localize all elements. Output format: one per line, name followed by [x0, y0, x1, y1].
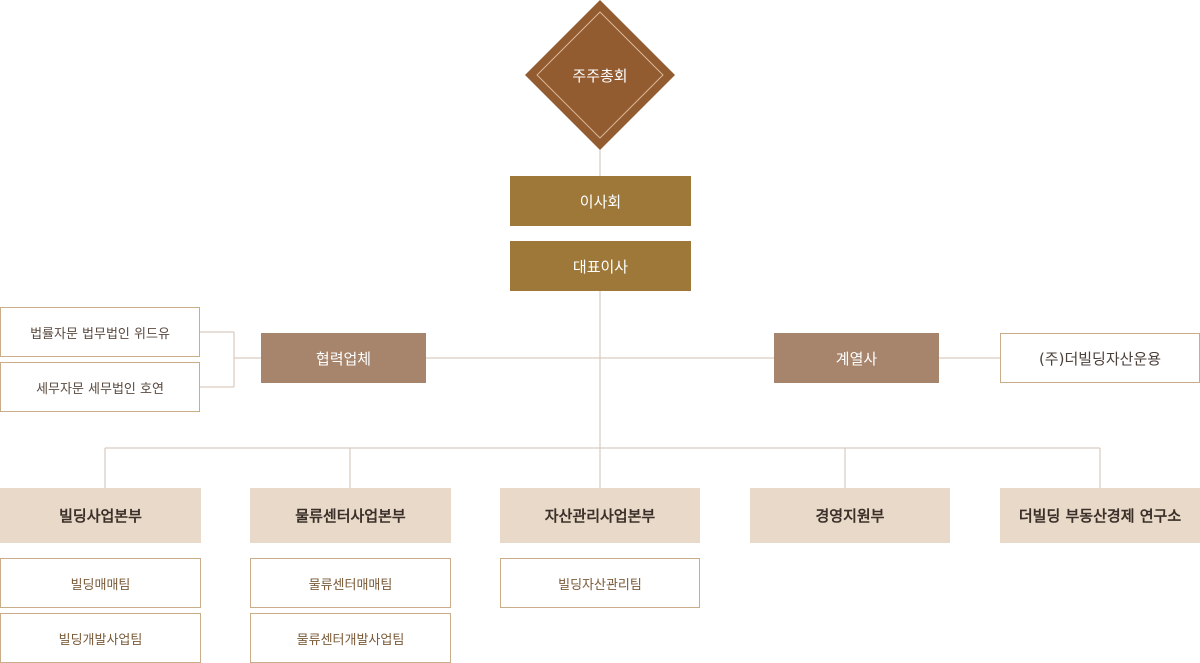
division-box: 더빌딩 부동산경제 연구소: [1000, 488, 1200, 543]
division-box: 빌딩사업본부: [0, 488, 201, 543]
team-box: 물류센터매매팀: [250, 558, 451, 608]
division-box: 경영지원부: [750, 488, 950, 543]
division-box: 자산관리사업본부: [500, 488, 700, 543]
team-box: 빌딩자산관리팀: [500, 558, 700, 608]
shareholders-label: 주주총회: [572, 66, 628, 85]
affiliates-box: 계열사: [774, 333, 939, 383]
affiliate-item: (주)더빌딩자산운용: [1000, 333, 1200, 383]
team-box: 물류센터개발사업팀: [250, 613, 451, 663]
team-box: 빌딩개발사업팀: [0, 613, 201, 663]
board-box: 이사회: [510, 176, 691, 226]
shareholders-diamond: [525, 0, 675, 150]
division-box: 물류센터사업본부: [250, 488, 451, 543]
team-box: 빌딩매매팀: [0, 558, 201, 608]
partners-box: 협력업체: [261, 333, 426, 383]
partner-item: 법률자문 법무법인 위드유: [0, 307, 200, 357]
shareholders-diamond-inner: [536, 11, 664, 139]
partner-item: 세무자문 세무법인 호연: [0, 362, 200, 412]
ceo-box: 대표이사: [510, 241, 691, 291]
